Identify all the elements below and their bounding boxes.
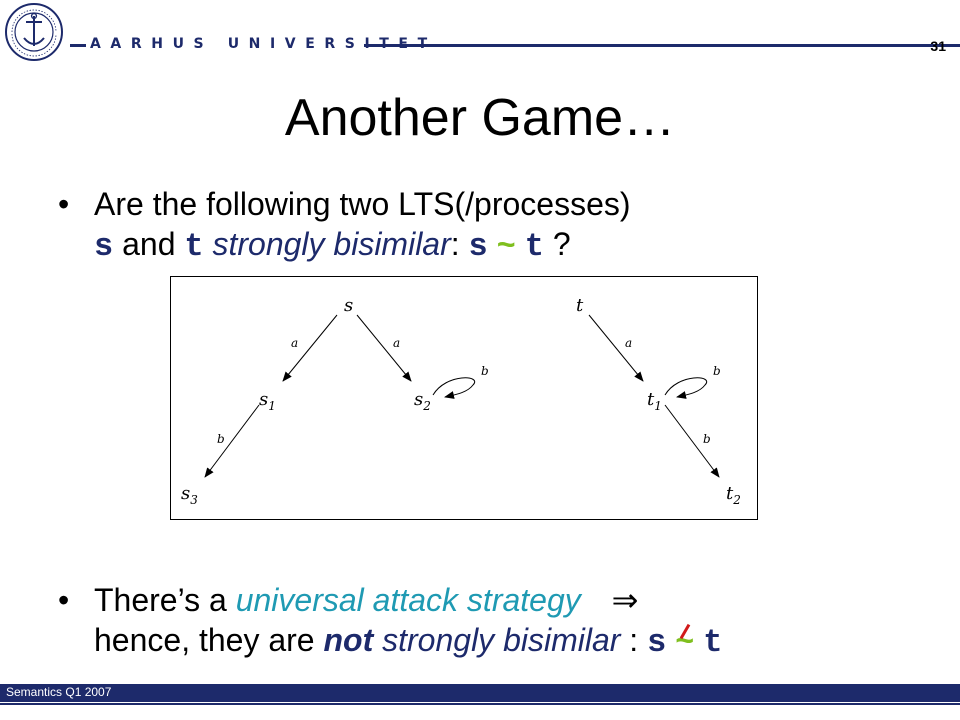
slide-number: 31 bbox=[930, 38, 946, 54]
lts-diagram: s s1 s2 s3 t t1 t2 a a b b a b b bbox=[170, 276, 758, 520]
header-name-background bbox=[86, 34, 364, 54]
state-s2: s2 bbox=[414, 389, 431, 413]
process-t: t bbox=[184, 228, 204, 265]
loop-s2 bbox=[432, 377, 476, 399]
label-b: b bbox=[713, 364, 721, 378]
state-t: t bbox=[576, 295, 584, 316]
state-t2: t2 bbox=[726, 483, 741, 507]
state-s: s bbox=[344, 295, 353, 316]
edge-s1-s3 bbox=[204, 404, 260, 478]
bullet-2-line-1: There’s a universal attack strategy ⇒ bbox=[94, 580, 638, 620]
header-rule bbox=[70, 44, 960, 47]
process-s: s bbox=[94, 228, 114, 265]
state-s1: s1 bbox=[259, 389, 276, 413]
bullet-dot: • bbox=[58, 186, 70, 222]
edge-t1-t2 bbox=[664, 404, 720, 478]
state-t1: t1 bbox=[647, 389, 662, 413]
header: AARHUS UNIVERSITET 31 bbox=[0, 0, 960, 61]
conclusion-t: t bbox=[703, 624, 723, 661]
university-seal-logo bbox=[5, 3, 63, 61]
edge-s-s2 bbox=[356, 314, 412, 382]
bullet-1-text: Are the following two LTS(/processes) bbox=[94, 186, 631, 222]
relation-t: t bbox=[524, 228, 544, 265]
bullet-2-line-2: hence, they are not strongly bisimilar :… bbox=[94, 620, 722, 663]
not-emphasis: not bbox=[323, 622, 374, 658]
slide-title: Another Game… bbox=[284, 89, 676, 147]
state-s3: s3 bbox=[181, 483, 198, 507]
and-text: and bbox=[113, 226, 185, 262]
footer-text: Semantics Q1 2007 bbox=[6, 685, 112, 699]
label-b: b bbox=[481, 364, 489, 378]
relation-s: s bbox=[468, 228, 488, 265]
hence-text: hence, they are bbox=[94, 622, 324, 658]
edge-s-s1 bbox=[282, 314, 338, 382]
strongly-bisimilar-term-2: strongly bisimilar bbox=[373, 622, 621, 658]
label-b: b bbox=[703, 432, 711, 446]
strongly-bisimilar-term: strongly bisimilar bbox=[212, 226, 451, 262]
colon-2: : bbox=[620, 622, 648, 658]
bullet-1-line-2: s and t strongly bisimilar: s ~ t ? bbox=[94, 224, 571, 267]
loop-t1 bbox=[664, 377, 708, 399]
bisimilar-symbol: ~ bbox=[496, 228, 516, 265]
lts-diagram-svg: s s1 s2 s3 t t1 t2 a a b b a b b bbox=[181, 295, 741, 507]
not-bisimilar-symbol: ~ bbox=[675, 623, 695, 661]
footer-bar: Semantics Q1 2007 bbox=[0, 684, 960, 702]
bullet-1-line-1: Are the following two LTS(/processes) bbox=[94, 184, 631, 224]
conclusion-s: s bbox=[647, 624, 667, 661]
tilde: ~ bbox=[675, 624, 695, 661]
implies-symbol: ⇒ bbox=[611, 582, 639, 618]
label-a: a bbox=[393, 336, 400, 350]
edge-t-t1 bbox=[588, 314, 644, 382]
bullet-2-text: There’s a bbox=[94, 582, 236, 618]
label-a: a bbox=[625, 336, 632, 350]
university-name: AARHUS UNIVERSITET bbox=[90, 36, 437, 52]
universal-attack-strategy-term: universal attack strategy bbox=[235, 582, 581, 618]
footer-rule bbox=[0, 703, 960, 705]
question-mark: ? bbox=[543, 226, 571, 262]
label-b: b bbox=[217, 432, 225, 446]
label-a: a bbox=[291, 336, 298, 350]
bullet-dot: • bbox=[58, 582, 70, 618]
colon: : bbox=[450, 226, 469, 262]
